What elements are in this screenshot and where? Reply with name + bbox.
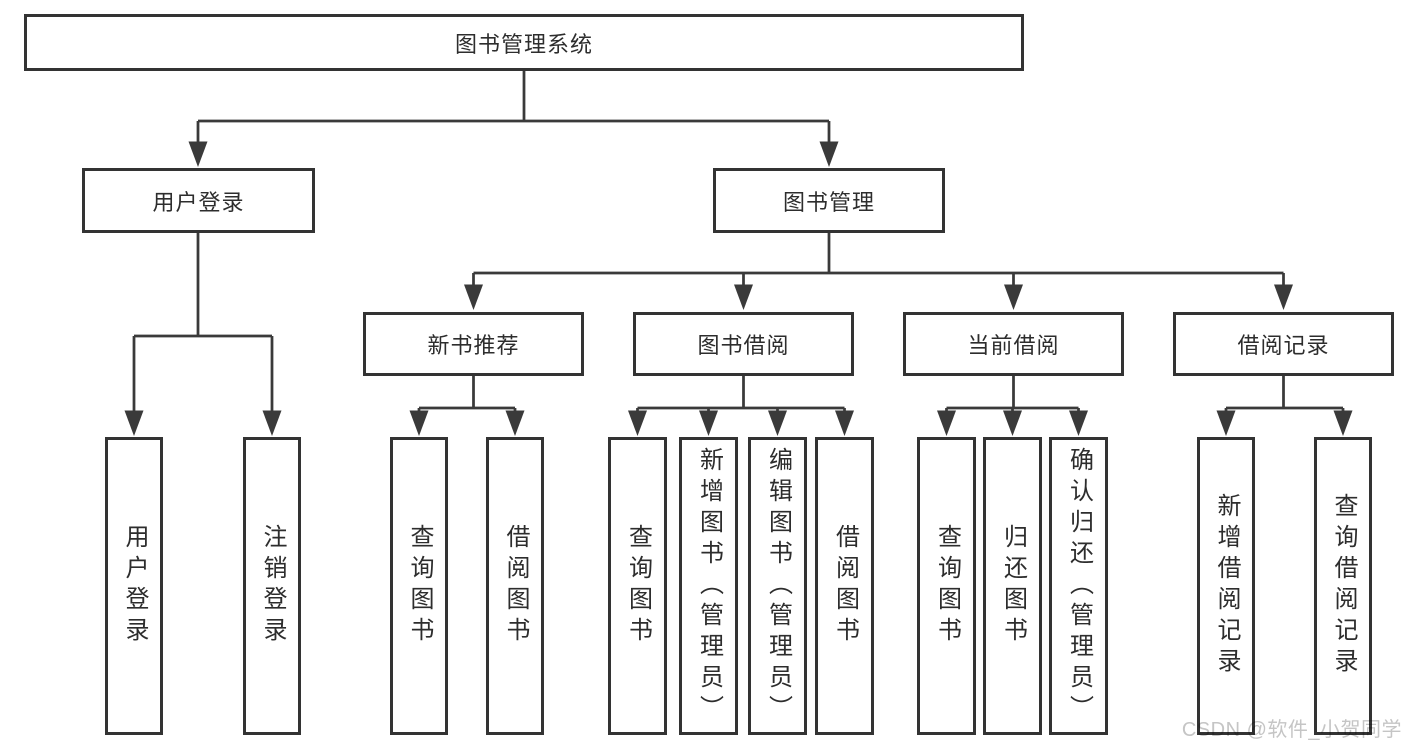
arrow-down-icon xyxy=(409,410,429,436)
leaf-borrow-edit-book-admin: 编辑图书（管理员） xyxy=(748,437,807,735)
leaf-borrow-add-book-admin: 新增图书（管理员） xyxy=(679,437,738,735)
leaf-record-query-record: 查询借阅记录 xyxy=(1314,437,1372,735)
leaf-label: 编辑图书（管理员） xyxy=(764,446,792,726)
connector-current-borrow-to-leaves xyxy=(937,376,1088,436)
arrow-down-icon xyxy=(464,284,483,310)
arrow-down-icon xyxy=(505,410,525,436)
connector-new-book-to-leaves xyxy=(409,376,525,436)
node-user-login: 用户登录 xyxy=(82,168,315,233)
leaf-current-query-book: 查询图书 xyxy=(917,437,976,735)
leaf-current-return-book: 归还图书 xyxy=(983,437,1042,735)
leaf-label: 借阅图书 xyxy=(502,524,529,648)
arrow-down-icon xyxy=(124,410,144,436)
leaf-label: 确认归还（管理员） xyxy=(1065,446,1093,726)
arrow-down-icon xyxy=(262,410,282,436)
csdn-watermark: CSDN @软件_小贺同学 xyxy=(1181,719,1402,741)
leaf-label: 归还图书 xyxy=(999,524,1027,648)
arrow-down-icon xyxy=(1004,284,1023,310)
connector-book-borrow-to-leaves xyxy=(628,376,854,436)
leaf-record-add-record: 新增借阅记录 xyxy=(1197,437,1255,735)
arrow-down-icon xyxy=(628,410,647,436)
leaf-user-login: 用户登录 xyxy=(105,437,163,735)
arrow-down-icon xyxy=(1333,410,1353,436)
leaf-newbook-borrow-book: 借阅图书 xyxy=(486,437,544,735)
arrow-down-icon xyxy=(188,141,208,167)
leaf-borrow-borrow-book: 借阅图书 xyxy=(815,437,874,735)
leaf-label: 查询图书 xyxy=(933,524,961,648)
arrow-down-icon xyxy=(1069,410,1088,436)
connector-borrow-record-to-leaves xyxy=(1216,376,1353,436)
node-book-management: 图书管理 xyxy=(713,168,945,233)
arrow-down-icon xyxy=(1274,284,1293,310)
leaf-label: 用户登录 xyxy=(121,524,148,648)
leaf-label: 注销登录 xyxy=(259,524,286,648)
arrow-down-icon xyxy=(699,410,718,436)
leaf-label: 新增图书（管理员） xyxy=(695,446,723,726)
node-current-borrow: 当前借阅 xyxy=(903,312,1124,376)
arrow-down-icon xyxy=(1003,410,1022,436)
connector-book-management-to-level3 xyxy=(464,233,1293,310)
arrow-down-icon xyxy=(937,410,956,436)
leaf-label: 借阅图书 xyxy=(831,524,859,648)
leaf-logout-login: 注销登录 xyxy=(243,437,301,735)
node-borrow-record: 借阅记录 xyxy=(1173,312,1394,376)
arrow-down-icon xyxy=(768,410,787,436)
arrow-down-icon xyxy=(819,141,839,167)
leaf-label: 查询图书 xyxy=(624,524,652,648)
leaf-current-confirm-return-admin: 确认归还（管理员） xyxy=(1049,437,1108,735)
connector-user-login-to-leaves xyxy=(124,233,282,436)
leaf-borrow-query-book: 查询图书 xyxy=(608,437,667,735)
node-root: 图书管理系统 xyxy=(24,14,1024,71)
connector-root-to-level2 xyxy=(188,70,839,167)
leaf-newbook-query-book: 查询图书 xyxy=(390,437,448,735)
leaf-label: 新增借阅记录 xyxy=(1213,493,1240,679)
leaf-label: 查询借阅记录 xyxy=(1330,493,1357,679)
leaf-label: 查询图书 xyxy=(406,524,433,648)
node-book-borrow: 图书借阅 xyxy=(633,312,854,376)
arrow-down-icon xyxy=(1216,410,1236,436)
arrow-down-icon xyxy=(835,410,854,436)
arrow-down-icon xyxy=(734,284,753,310)
node-new-book-recommend: 新书推荐 xyxy=(363,312,584,376)
